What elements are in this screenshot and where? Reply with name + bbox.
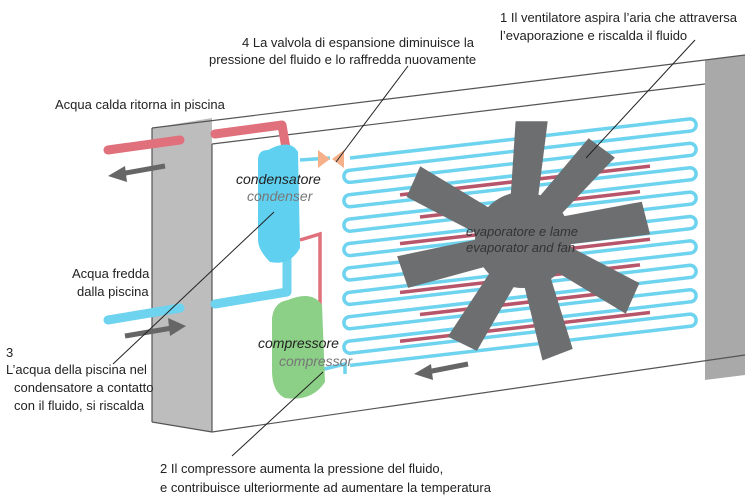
refrigerant-cold-line (319, 361, 347, 374)
cold-water-label-line2: dalla piscina (77, 284, 149, 299)
casing-top-edge-inner (211, 83, 706, 145)
arrow-left-top (108, 163, 166, 182)
casing-right-panel (705, 55, 745, 380)
compressor-body (272, 296, 325, 399)
pool-step-line2: condensatore a contatto (14, 380, 154, 395)
fin-line (399, 310, 651, 343)
compressor-label-en: compressor (279, 353, 353, 369)
cold-water-label-line1: Acqua fredda (72, 266, 150, 281)
compressor-label-it: compressore (258, 335, 339, 351)
cold-water-pipe (103, 253, 292, 325)
leader-compressor (231, 371, 324, 457)
pool-step-line1: L’acqua della piscina nel (6, 362, 147, 377)
fan-hub (475, 192, 571, 288)
casing-top-edge (151, 54, 746, 129)
condenser-body (258, 144, 300, 263)
leader-valve (335, 65, 409, 163)
leader-fan (585, 39, 696, 159)
evaporator-label-en: evaporator and fan (466, 240, 576, 255)
fan-blade (544, 239, 640, 314)
pool-step-number: 3 (6, 345, 14, 360)
fan-blade (406, 166, 502, 241)
fan-blade (509, 121, 548, 212)
evaporator-coil (342, 117, 698, 368)
fan-blade (397, 236, 500, 288)
fan-blade (548, 201, 651, 247)
condenser-label-it: condensatore (236, 171, 321, 187)
valve-step-line1: 4 La valvola di espansione diminuisce la (242, 35, 474, 50)
arrow-left-bottom (414, 361, 469, 380)
condenser-label-en: condenser (247, 188, 313, 204)
fan-step-line1: 1 Il ventilatore aspira l’aria che attra… (500, 10, 738, 25)
expansion-valve-icon (318, 150, 330, 168)
compressor-step-line1: 2 Il compressore aumenta la pressione de… (160, 461, 444, 476)
arrow-right-bottom (124, 318, 186, 339)
valve-step-line2: pressione del fluido e lo raffredda nuov… (209, 52, 477, 67)
hot-water-return-label: Acqua calda ritorna in piscina (55, 97, 225, 112)
refrigerant-hot-line (299, 231, 322, 310)
compressor-step-line2: e contribuisce ulteriormente ad aumentar… (160, 480, 491, 495)
leader-pool (112, 211, 275, 365)
coil-tube (342, 117, 698, 368)
casing-left-panel (152, 118, 212, 432)
fan-step-line2: l’evaporazione e riscalda il fluido (500, 28, 688, 43)
evaporator-label-it: evaporatore e lame (466, 224, 579, 239)
pool-step-line3: con il fluido, si riscalda (14, 398, 145, 413)
fan-icon (397, 121, 651, 361)
